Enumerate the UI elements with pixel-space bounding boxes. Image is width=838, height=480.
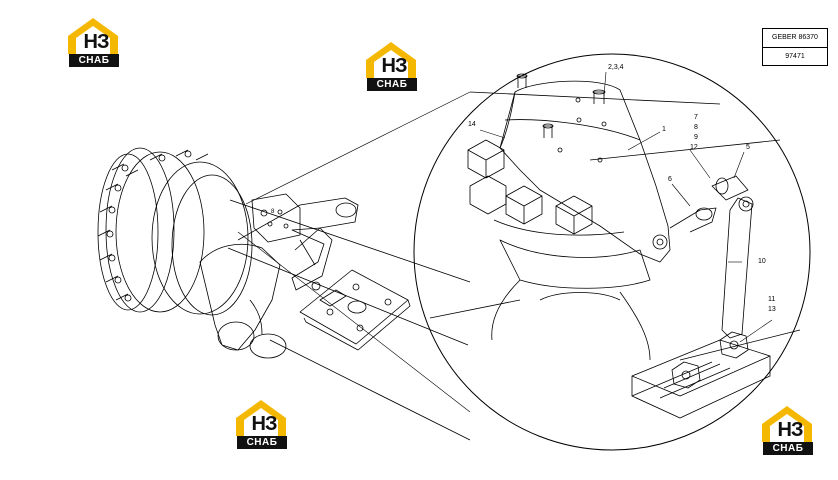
house-logo-icon bbox=[236, 400, 286, 436]
callout-leaders bbox=[479, 71, 773, 343]
logo-mark: НЗ bbox=[777, 419, 804, 441]
house-logo-icon bbox=[762, 406, 812, 442]
callout-overview-8: 8 bbox=[271, 209, 275, 215]
wheel-studs bbox=[97, 149, 209, 302]
callout-9: 9 bbox=[694, 134, 698, 141]
callout-13: 13 bbox=[768, 306, 776, 313]
housing-bolts bbox=[467, 139, 625, 236]
reference-line-1: GEBER 86370 bbox=[772, 34, 818, 41]
callout-12: 12 bbox=[690, 144, 698, 151]
logo-word: СНАБ bbox=[763, 442, 813, 455]
house-logo-icon bbox=[366, 42, 416, 78]
snab-logo-bottom-left: НЗ СНАБ bbox=[232, 398, 290, 452]
snab-logo-top-center: НЗ СНАБ bbox=[362, 40, 420, 94]
leader-to-detail bbox=[245, 91, 471, 205]
axle-hub-overview bbox=[97, 147, 471, 441]
callout-8: 8 bbox=[694, 124, 698, 131]
logo-mark: НЗ bbox=[251, 413, 278, 435]
logo-word: СНАБ bbox=[367, 78, 417, 91]
reference-line-2: 97471 bbox=[763, 47, 827, 66]
callout-5: 5 bbox=[746, 144, 750, 151]
callout-1: 1 bbox=[662, 126, 666, 133]
snab-logo-top-left: НЗ СНАБ bbox=[64, 16, 122, 70]
callout-6: 6 bbox=[668, 176, 672, 183]
logo-mark: НЗ bbox=[83, 31, 110, 53]
callout-2-3-4: 2,3,4 bbox=[608, 64, 624, 71]
part-reference-box: GEBER 86370 97471 bbox=[762, 28, 828, 66]
snab-logo-bottom-right: НЗ СНАБ bbox=[758, 404, 816, 458]
logo-word: СНАБ bbox=[237, 436, 287, 449]
callout-14: 14 bbox=[468, 121, 476, 128]
logo-mark: НЗ bbox=[381, 55, 408, 77]
callout-11: 11 bbox=[768, 296, 776, 303]
house-logo-icon bbox=[68, 18, 118, 54]
sensor-studs bbox=[516, 73, 606, 138]
detail-view bbox=[413, 53, 811, 451]
callout-7: 7 bbox=[694, 114, 698, 121]
callout-10: 10 bbox=[758, 258, 766, 265]
logo-word: СНАБ bbox=[69, 54, 119, 67]
